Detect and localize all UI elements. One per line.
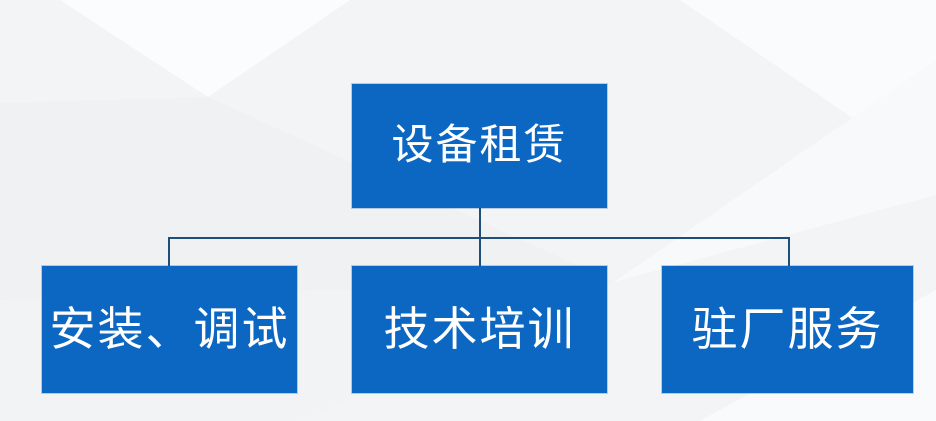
child-node-installation-debugging: 安装、调试 (42, 266, 297, 393)
child-node-label: 安装、调试 (49, 303, 290, 355)
child-node-onsite-service: 驻厂服务 (662, 266, 913, 393)
root-node-label: 设备租赁 (391, 123, 568, 169)
connector-branch-horizontal (168, 237, 790, 239)
child-node-label: 技术培训 (383, 303, 576, 355)
root-node-equipment-rental: 设备租赁 (352, 84, 607, 208)
child-node-technical-training: 技术培训 (352, 266, 607, 393)
connector-branch-to-child-right (788, 237, 790, 266)
connector-branch-to-child-left (168, 237, 170, 266)
child-node-label: 驻厂服务 (691, 303, 884, 355)
